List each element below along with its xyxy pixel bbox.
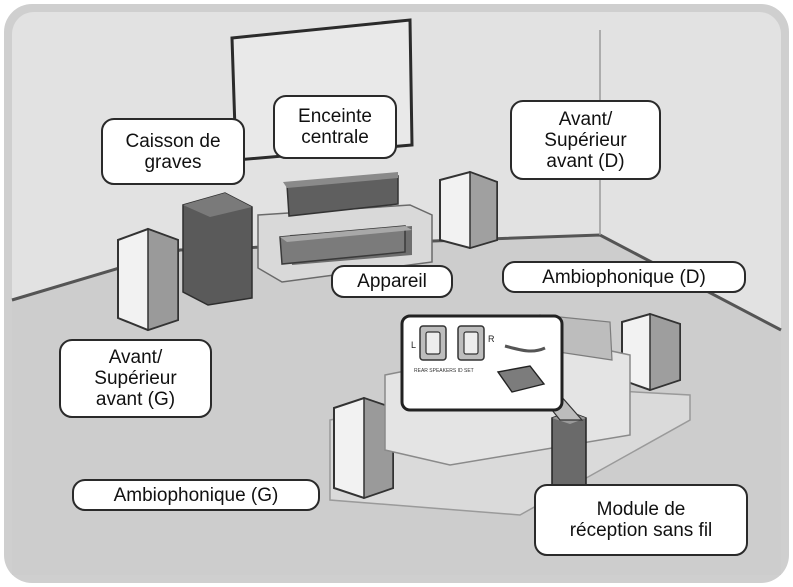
center-speaker <box>283 172 399 217</box>
label-front-left: Avant/ Supérieur avant (G) <box>59 339 212 418</box>
subwoofer <box>182 192 253 306</box>
label-wireless-module: Module de réception sans fil <box>534 484 748 556</box>
label-subwoofer: Caisson de graves <box>101 118 245 185</box>
front-right-speaker <box>439 170 498 250</box>
surround-left-speaker <box>333 396 394 500</box>
label-surround-left: Ambiophonique (G) <box>72 479 320 511</box>
front-left-speaker <box>117 227 179 332</box>
inset-right-tag: R <box>488 334 495 344</box>
label-center-speaker: Enceinte centrale <box>273 95 397 159</box>
main-device <box>279 225 412 265</box>
label-surround-right: Ambiophonique (D) <box>502 261 746 293</box>
connection-inset: L R REAR SPEAKERS ID SET <box>400 314 584 421</box>
label-front-right: Avant/ Supérieur avant (D) <box>510 100 661 180</box>
inset-port-caption: REAR SPEAKERS ID SET <box>414 368 474 374</box>
inset-left-tag: L <box>411 340 416 350</box>
label-device: Appareil <box>331 265 453 298</box>
speaker-plug <box>496 365 546 393</box>
cable <box>504 344 546 353</box>
